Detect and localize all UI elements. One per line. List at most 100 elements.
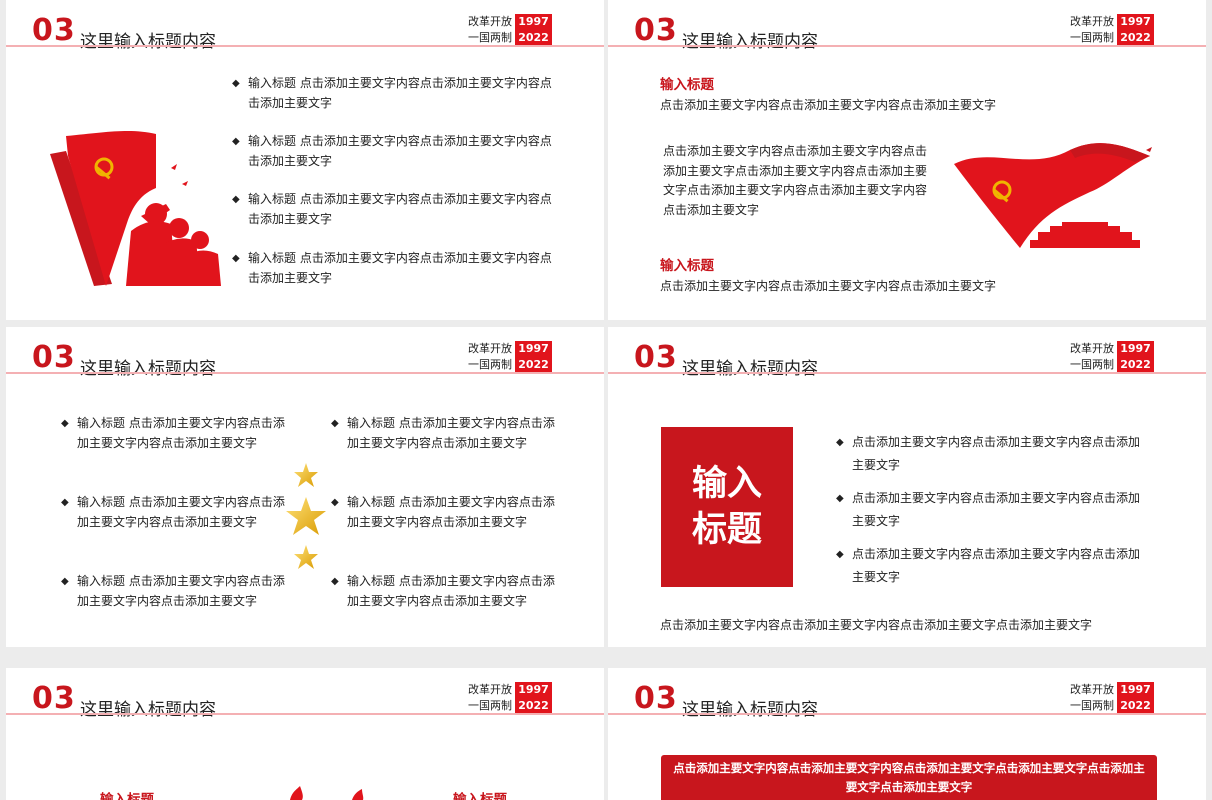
diamond-icon: ◆ <box>61 497 69 508</box>
bullet-text: 点击添加主要文字内容点击添加主要文字内容点击添加主要文字 <box>852 491 1141 528</box>
diamond-icon: ◆ <box>232 194 240 205</box>
list-item: ◆ 输入标题 点击添加主要文字内容点击添加主要文字内容点击添加主要文字 <box>61 572 287 611</box>
slogan-line-1: 改革开放 <box>468 683 512 696</box>
header-divider <box>608 45 1206 47</box>
diamond-icon: ◆ <box>836 437 844 448</box>
bullet-text: 点击添加主要文字内容点击添加主要文字内容点击添加主要文字 <box>77 574 285 608</box>
list-item: ◆输入标题 点击添加主要文字内容点击添加主要文字内容点击添加主要文字 <box>61 493 287 532</box>
diamond-icon: ◆ <box>331 497 339 508</box>
slogan-line-1: 改革开放 <box>468 15 512 28</box>
paragraph: 点击添加主要文字内容点击添加主要文字内容点击添加主要文字点击添加主要文字内容点击… <box>663 144 928 217</box>
list-item: ◆输入标题 点击添加主要文字内容点击添加主要文字内容点击添加主要文字 <box>232 132 562 171</box>
list-item: ◆ 输入标题 点击添加主要文字内容点击添加主要文字内容点击添加主要文字 <box>331 493 561 532</box>
list-item: ◆点击添加主要文字内容点击添加主要文字内容点击添加主要文字 <box>836 543 1146 589</box>
bullet-lead: 输入标题 <box>77 416 126 430</box>
year-start: 1997 <box>1120 15 1151 28</box>
page-title: 这里输入标题内容 <box>80 700 216 720</box>
slogan-line-2: 一国两制 <box>468 699 512 712</box>
slogan: 改革开放一国两制 <box>468 14 512 46</box>
slogan-line-1: 改革开放 <box>1070 15 1114 28</box>
slogan: 改革开放一国两制 <box>468 682 512 714</box>
bullet-text: 点击添加主要文字内容点击添加主要文字内容点击添加主要文字 <box>347 416 555 450</box>
slide-6[interactable]: 03 这里输入标题内容 改革开放一国两制 1997 2022 点击添加主要文字内容… <box>608 668 1206 800</box>
section-number: 03 <box>634 13 678 48</box>
footer-text: 点击添加主要文字内容点击添加主要文字内容点击添加主要文字点击添加主要文字 <box>660 618 1093 632</box>
section-heading-left: 输入标题 <box>100 792 154 800</box>
list-item: ◆ 点击添加主要文字内容点击添加主要文字内容点击添加主要文字 <box>836 487 1146 533</box>
section-heading: 输入标题 <box>660 77 714 93</box>
slogan: 改革开放一国两制 <box>468 341 512 373</box>
diamond-icon: ◆ <box>836 493 844 504</box>
section-text: 点击添加主要文字内容点击添加主要文字内容点击添加主要文字 <box>660 279 997 293</box>
slogan-line-2: 一国两制 <box>468 358 512 371</box>
slogan-line-2: 一国两制 <box>1070 358 1114 371</box>
section-number: 03 <box>32 340 76 375</box>
header-divider <box>6 45 604 47</box>
bullet-text: 点击添加主要文字内容点击添加主要文字内容点击添加主要文字 <box>77 495 285 529</box>
bullet-lead: 输入标题 <box>248 76 297 90</box>
slogan-line-1: 改革开放 <box>1070 683 1114 696</box>
year-start: 1997 <box>1120 683 1151 696</box>
title-box-line-1: 输入 <box>691 464 762 504</box>
diamond-icon: ◆ <box>61 576 69 587</box>
list-item: ◆输入标题 点击添加主要文字内容点击添加主要文字内容点击添加主要文字 <box>331 572 561 611</box>
year-start: 1997 <box>518 15 549 28</box>
bullet-lead: 输入标题 <box>248 251 297 265</box>
page-title: 这里输入标题内容 <box>80 32 216 52</box>
list-item: ◆输入标题 点击添加主要文字内容点击添加主要文字内容点击添加主要文字 <box>61 414 287 453</box>
section-number: 03 <box>32 13 76 48</box>
slogan-line-1: 改革开放 <box>1070 342 1114 355</box>
list-item: ◆输入标题 点击添加主要文字内容点击添加主要文字内容点击添加主要文字 <box>331 414 561 453</box>
year-start: 1997 <box>1120 342 1151 355</box>
diamond-icon: ◆ <box>61 418 69 429</box>
gold-stars-icon <box>286 463 326 569</box>
banner-text: 点击添加主要文字内容点击添加主要文字内容点击添加主要文字点击添加主要文字点击添加… <box>673 761 1145 794</box>
bullet-lead: 输入标题 <box>347 495 396 509</box>
year-start: 1997 <box>518 342 549 355</box>
year-start: 1997 <box>518 683 549 696</box>
page-title: 这里输入标题内容 <box>682 359 818 379</box>
bullet-text: 点击添加主要文字内容点击添加主要文字内容点击添加主要文字 <box>248 251 552 285</box>
bullet-text: 点击添加主要文字内容点击添加主要文字内容点击添加主要文字 <box>248 134 552 168</box>
diamond-icon: ◆ <box>331 418 339 429</box>
diamond-icon: ◆ <box>836 549 844 560</box>
year-end: 2022 <box>1120 699 1151 712</box>
diamond-icon: ◆ <box>232 78 240 89</box>
header-divider <box>6 713 604 715</box>
section-number: 03 <box>32 681 76 716</box>
slogan-line-2: 一国两制 <box>1070 699 1114 712</box>
waving-flag-tiananmen-icon <box>954 143 1152 248</box>
bullet-lead: 输入标题 <box>248 192 297 206</box>
page-title: 这里输入标题内容 <box>682 700 818 720</box>
bullet-lead: 输入标题 <box>77 574 126 588</box>
bullet-text: 点击添加主要文字内容点击添加主要文字内容点击添加主要文字 <box>852 435 1141 472</box>
diamond-icon: ◆ <box>232 253 240 264</box>
bullet-text: 点击添加主要文字内容点击添加主要文字内容点击添加主要文字 <box>347 495 555 529</box>
section-number: 03 <box>634 340 678 375</box>
slogan-line-2: 一国两制 <box>468 31 512 44</box>
section-text: 点击添加主要文字内容点击添加主要文字内容点击添加主要文字 <box>660 98 997 112</box>
bullet-text: 点击添加主要文字内容点击添加主要文字内容点击添加主要文字 <box>248 76 552 110</box>
list-item: ◆ 输入标题 点击添加主要文字内容点击添加主要文字内容点击添加主要文字 <box>232 190 562 229</box>
header-divider <box>608 372 1206 374</box>
flame-icon <box>290 786 364 800</box>
slogan: 改革开放一国两制 <box>1070 341 1114 373</box>
party-flag-salute-icon <box>50 130 221 286</box>
bullet-lead: 输入标题 <box>248 134 297 148</box>
section-number: 03 <box>634 681 678 716</box>
bullet-text: 点击添加主要文字内容点击添加主要文字内容点击添加主要文字 <box>347 574 555 608</box>
bullet-text: 点击添加主要文字内容点击添加主要文字内容点击添加主要文字 <box>248 192 552 226</box>
page-title: 这里输入标题内容 <box>80 359 216 379</box>
list-item: ◆ 点击添加主要文字内容点击添加主要文字内容点击添加主要文字 <box>836 431 1146 477</box>
diamond-icon: ◆ <box>331 576 339 587</box>
slogan-line-2: 一国两制 <box>1070 31 1114 44</box>
